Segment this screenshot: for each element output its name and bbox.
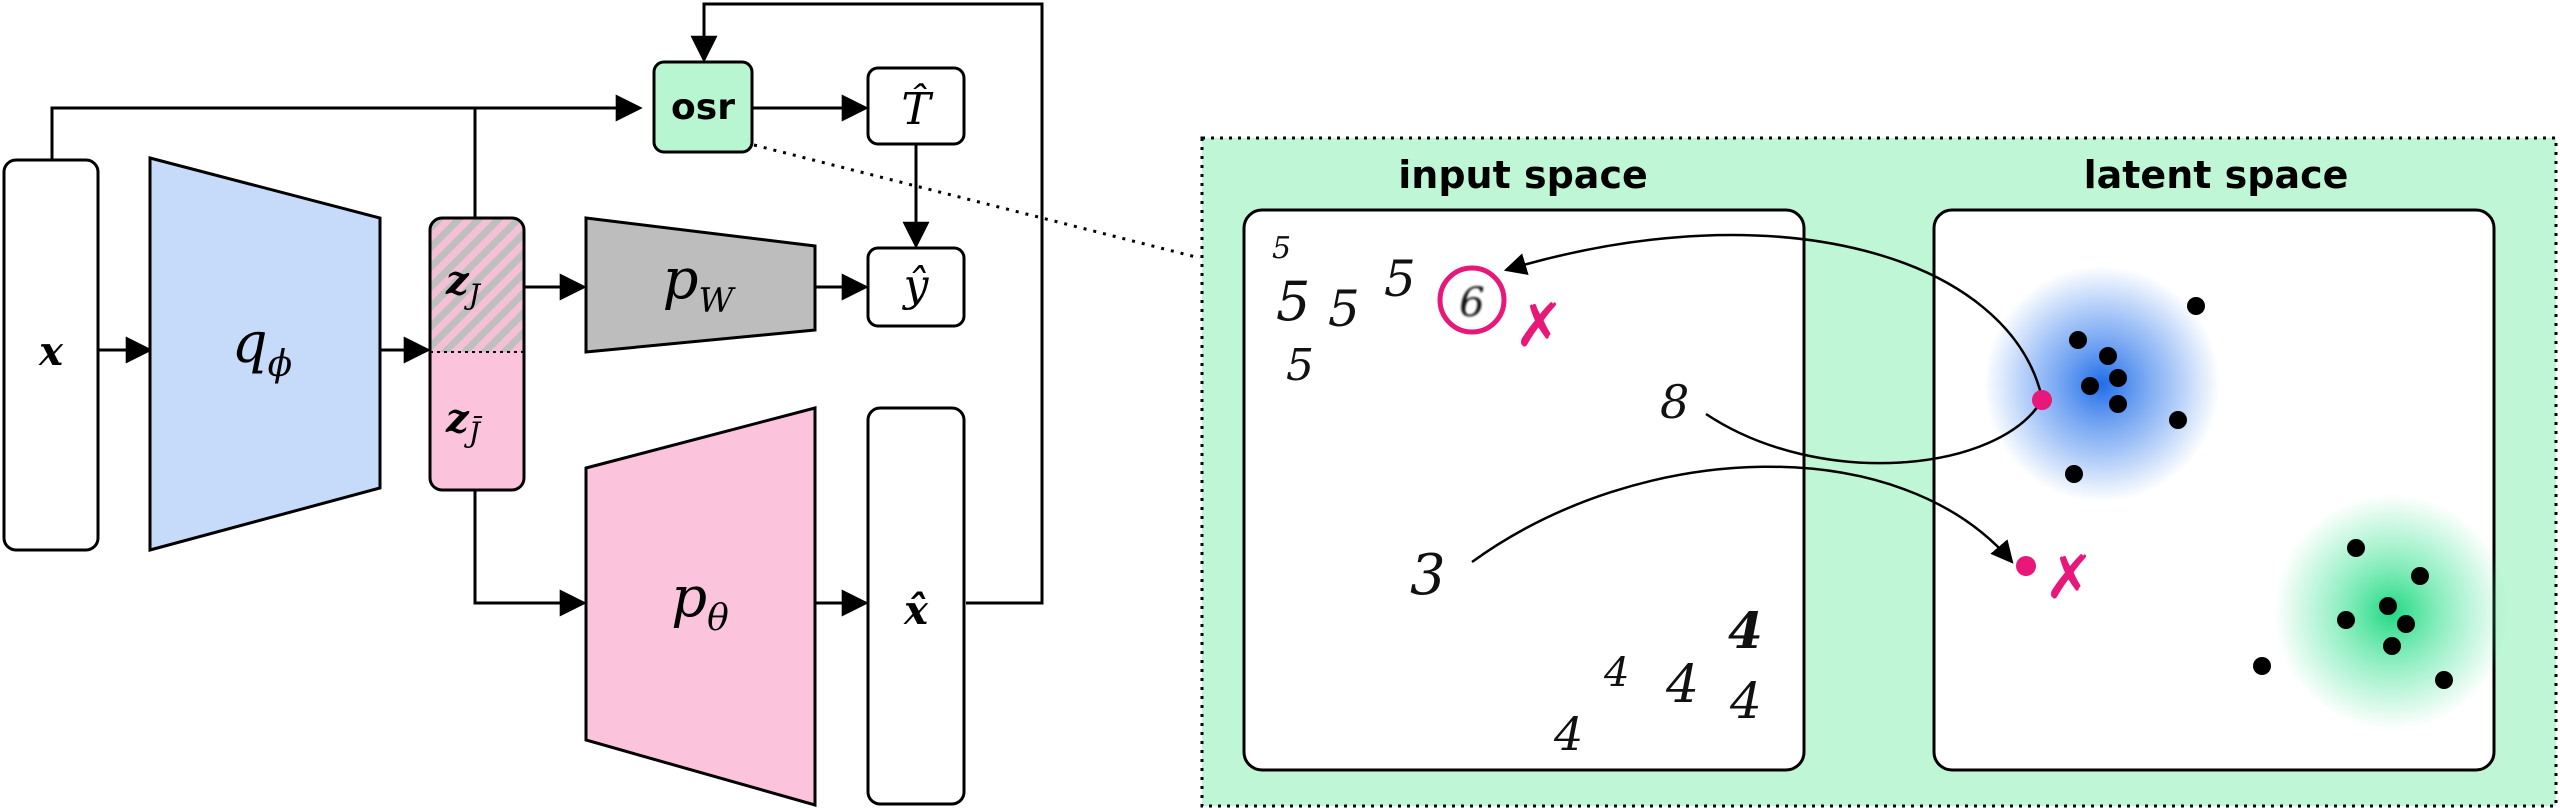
reconstruction-label: 𝒙̂ — [903, 587, 929, 634]
digit-5: 5 — [1384, 250, 1416, 308]
decoder-label: pθ — [671, 565, 729, 639]
encoder-label: qϕ — [232, 311, 292, 385]
reject-mark-input: ✗ — [1514, 291, 1564, 361]
arrow-8-to-latent — [1705, 399, 2044, 465]
latent-bottom-label: 𝒛J̄ — [445, 395, 483, 449]
arrow-latent-to-reconstruction — [1503, 233, 2044, 399]
t-hat-block — [866, 66, 966, 146]
osr-label: osr — [671, 87, 735, 128]
digit-5: 5 — [1276, 270, 1310, 333]
unknown-sample-circle — [1437, 265, 1507, 335]
digit-4: 4 — [1729, 672, 1762, 730]
digit-8: 8 — [1660, 375, 1689, 429]
connectors — [50, 2, 1044, 617]
digit-6-unknown: 6 — [1459, 280, 1484, 326]
t-hat-label: T̂ — [901, 82, 934, 135]
reject-mark-latent: ✗ — [2044, 543, 2094, 613]
digit-5: 5 — [1286, 340, 1314, 391]
digit-4: 4 — [1665, 655, 1699, 715]
latent-top-label: 𝒛J — [445, 257, 482, 311]
latent-space-title: latent space — [2084, 153, 2349, 197]
digit-3: 3 — [1410, 543, 1446, 608]
projected-point — [2032, 390, 2052, 410]
line-feedback-to-osr — [690, 2, 1044, 605]
input-space-box — [1242, 208, 1806, 772]
digit-5: 5 — [1328, 280, 1360, 338]
digit-4: 4 — [1728, 601, 1763, 660]
digit-samples: 5 5 5 5 5 6 ✗ 8 3 4 4 4 4 4 — [1272, 231, 1763, 761]
rejected-point — [2016, 556, 2036, 576]
reconstruction-block — [866, 406, 966, 806]
input-x-block — [2, 158, 100, 552]
known-class-cluster-blue — [1984, 266, 2220, 502]
input-space-title: input space — [1398, 153, 1648, 197]
digit-4: 4 — [1603, 650, 1629, 696]
y-hat-label: ŷ — [902, 260, 930, 311]
line-z-to-decoder — [473, 490, 587, 617]
osr-block — [652, 60, 754, 154]
arrow-3-to-latent — [1471, 465, 2014, 564]
encoder-block — [148, 156, 382, 552]
classifier-label: pW — [663, 247, 737, 321]
classifier-block — [584, 216, 817, 354]
line-x-to-osr — [50, 94, 643, 160]
zoom-connector — [753, 143, 1201, 260]
digit-5: 5 — [1272, 231, 1291, 266]
latent-block — [428, 216, 526, 492]
y-hat-block — [866, 246, 966, 328]
latent-points — [2065, 297, 2453, 689]
input-x-label: 𝒙 — [38, 328, 64, 375]
mapping-arrows — [1471, 233, 2044, 564]
decoder-block — [584, 406, 817, 807]
digit-4: 4 — [1553, 707, 1583, 761]
